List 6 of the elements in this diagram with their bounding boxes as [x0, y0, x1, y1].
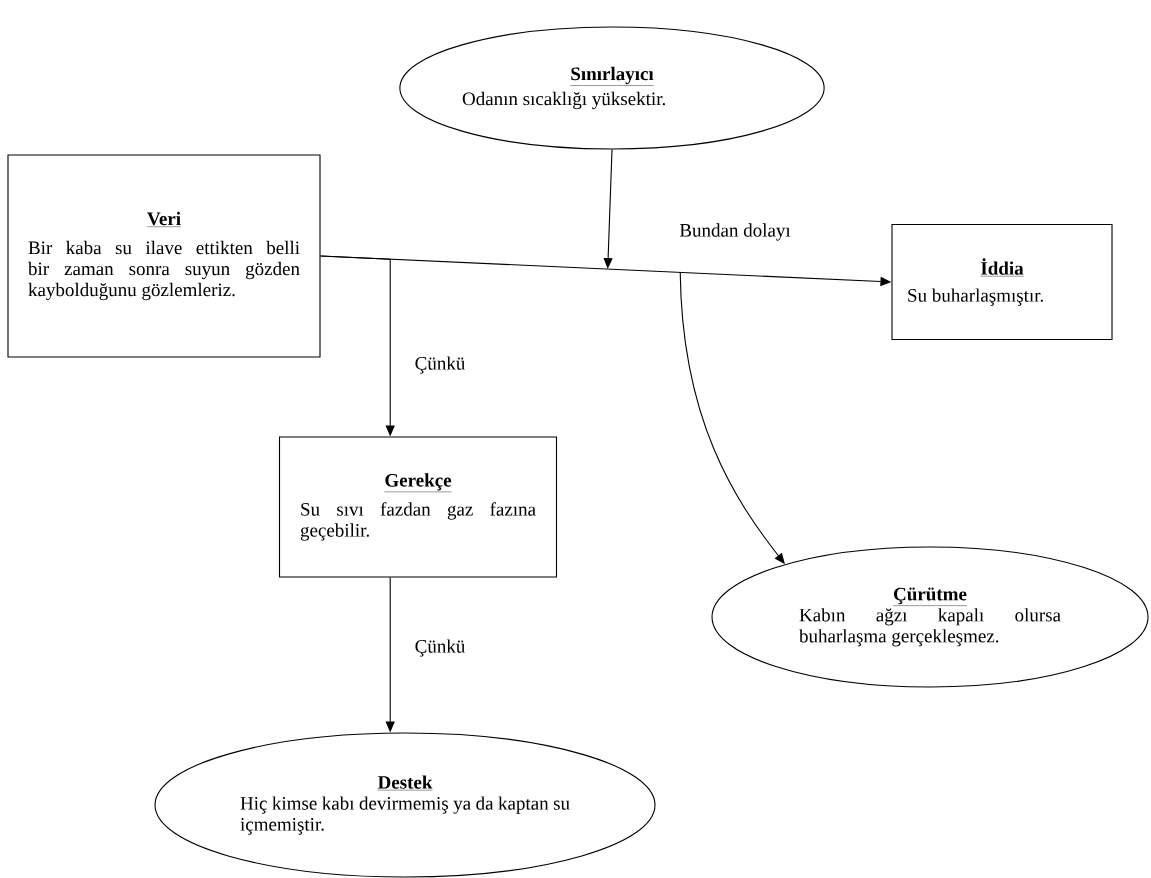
text-box: Veri Bir kaba su ilave ettikten belli bir zaman sonra suyun gözden kaybolduğunu gözlemleriz. — [7, 154, 321, 358]
edge-label: Çünkü — [412, 354, 468, 376]
text-box: İddia Su buharlaşmıştır. — [891, 223, 1113, 341]
edge-label: Bundan dolayı — [677, 221, 793, 243]
text-box: Gerekçe Su sıvı fazdan gaz fazına geçebilir. — [278, 436, 558, 578]
edge-label: Çünkü — [412, 637, 468, 659]
